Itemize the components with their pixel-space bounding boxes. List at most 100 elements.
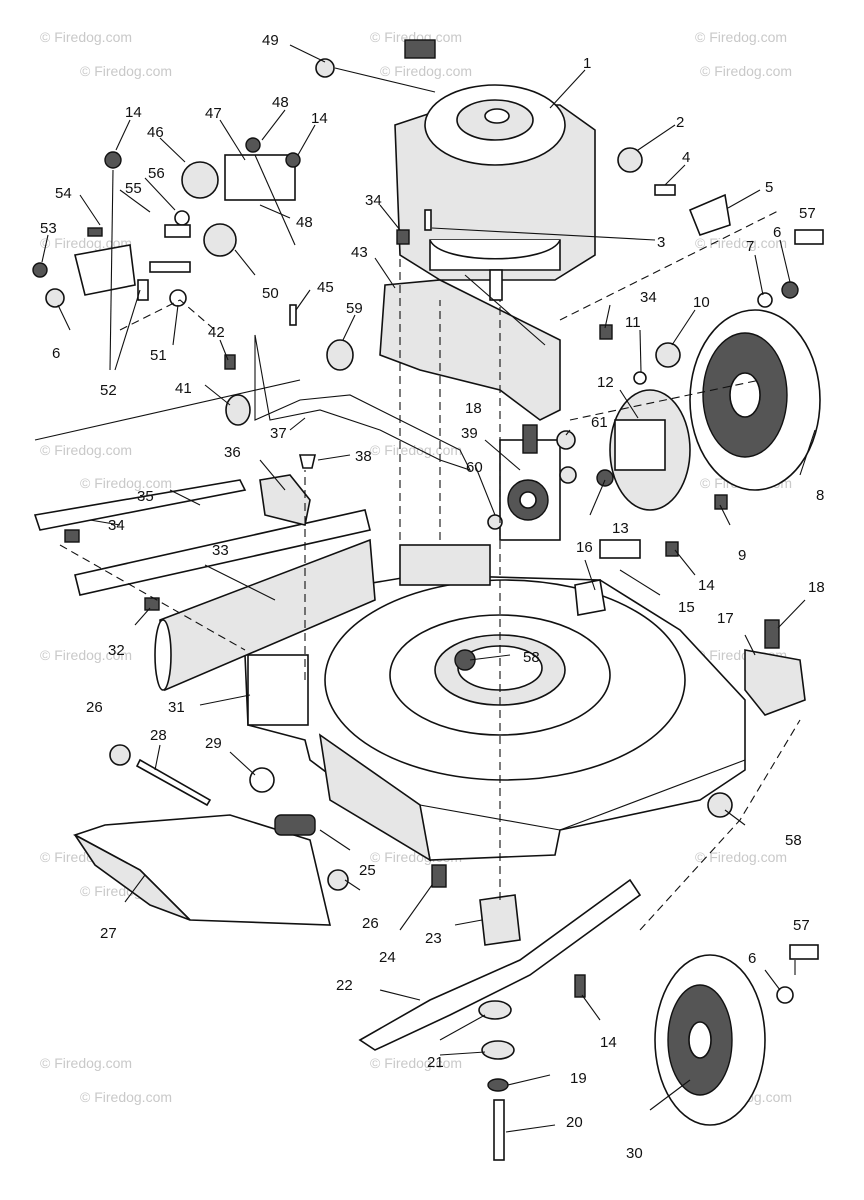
callout-58: 58 [785, 832, 802, 849]
callout-23: 23 [425, 930, 442, 947]
callout-20: 20 [566, 1114, 583, 1131]
callout-28: 28 [150, 727, 167, 744]
watermark: © Firedog.com [40, 1055, 132, 1071]
mower-deck [244, 544, 746, 862]
watermark: © Firedog.com [695, 235, 787, 251]
callout-9: 9 [738, 547, 746, 564]
callout-1: 1 [583, 55, 591, 72]
pulley [225, 394, 251, 426]
watermark: © Firedog.com [80, 1089, 172, 1105]
spring [274, 814, 316, 836]
engine [394, 84, 596, 301]
callout-36: 36 [224, 444, 241, 461]
watermark: © Firedog.com [80, 63, 172, 79]
callout-47: 47 [205, 105, 222, 122]
rear-wheel [689, 309, 821, 491]
callout-4: 4 [682, 149, 690, 166]
callout-53: 53 [40, 220, 57, 237]
blade-adapter [479, 894, 521, 946]
callout-18: 18 [808, 579, 825, 596]
watermark: © Firedog.com [80, 475, 172, 491]
callout-55: 55 [125, 180, 142, 197]
watermark: © Firedog.com [700, 63, 792, 79]
callout-24: 24 [379, 949, 396, 966]
callout-57: 57 [793, 917, 810, 934]
callout-10: 10 [693, 294, 710, 311]
callout-11: 11 [625, 314, 641, 331]
callout-32: 32 [108, 642, 125, 659]
leader-lines [41, 44, 816, 1133]
watermark: © Firedog.com [40, 442, 132, 458]
callout-14: 14 [600, 1034, 617, 1051]
control-rod [34, 379, 301, 441]
callout-14: 14 [698, 577, 715, 594]
watermark: © Firedog.com [40, 29, 132, 45]
callout-52: 52 [100, 382, 117, 399]
hinge-rod [135, 758, 212, 807]
callout-59: 59 [346, 300, 363, 317]
callout-38: 38 [355, 448, 372, 465]
blade [358, 878, 642, 1051]
callout-26: 26 [86, 699, 103, 716]
callout-25: 25 [359, 862, 376, 879]
callout-14: 14 [125, 104, 142, 121]
washer [478, 1000, 512, 1020]
callout-37: 37 [270, 425, 287, 442]
callout-16: 16 [576, 539, 593, 556]
callout-57: 57 [799, 205, 816, 222]
callout-58: 58 [523, 649, 540, 666]
callout-14: 14 [311, 110, 328, 127]
watermark: © Firedog.com [380, 63, 472, 79]
callout-7: 7 [746, 238, 754, 255]
callout-6: 6 [773, 224, 781, 241]
drive-gear [499, 439, 561, 541]
callout-61: 61 [591, 414, 608, 431]
watermark: © Firedog.com [695, 849, 787, 865]
rear-shaft [33, 479, 247, 531]
height-adjuster [744, 649, 806, 716]
callout-6: 6 [748, 950, 756, 967]
watermarks: © Firedog.com © Firedog.com © Firedog.co… [40, 29, 792, 1105]
watermark: © Firedog.com [40, 647, 132, 663]
callout-31: 31 [168, 699, 185, 716]
drive-cable [254, 334, 472, 471]
lock-washer [487, 1078, 509, 1092]
dashed-lines [59, 209, 801, 931]
callout-12: 12 [597, 374, 614, 391]
callout-50: 50 [262, 285, 279, 302]
callout-18: 18 [465, 400, 482, 417]
callout-30: 30 [626, 1145, 643, 1162]
callout-43: 43 [351, 244, 368, 261]
callout-2: 2 [676, 114, 684, 131]
blade-bolt [493, 1099, 505, 1161]
callout-29: 29 [205, 735, 222, 752]
washer [481, 1040, 515, 1060]
watermark: © Firedog.com [370, 442, 462, 458]
front-wheel [654, 954, 766, 1126]
callout-51: 51 [150, 347, 167, 364]
callout-19: 19 [570, 1070, 587, 1087]
adjuster-tab [764, 619, 780, 649]
callout-26: 26 [362, 915, 379, 932]
rear-rail [74, 509, 371, 596]
callout-34: 34 [108, 517, 125, 534]
watermark: © Firedog.com [40, 235, 132, 251]
callout-35: 35 [137, 488, 154, 505]
callout-17: 17 [717, 610, 734, 627]
callout-15: 15 [678, 599, 695, 616]
callout-labels: 1 2 3 4 5 6 6 6 7 8 9 10 11 12 13 14 14 … [40, 32, 825, 1162]
belt-guard [379, 279, 561, 421]
callout-6: 6 [52, 345, 60, 362]
callout-27: 27 [100, 925, 117, 942]
callout-46: 46 [147, 124, 164, 141]
callout-54: 54 [55, 185, 72, 202]
callout-48: 48 [272, 94, 289, 111]
watermark: © Firedog.com [370, 1055, 462, 1071]
adjuster-tab [522, 424, 538, 454]
callout-34: 34 [365, 192, 382, 209]
callout-21: 21 [427, 1054, 444, 1071]
watermark: © Firedog.com [370, 29, 462, 45]
callout-22: 22 [336, 977, 353, 994]
callout-49: 49 [262, 32, 279, 49]
